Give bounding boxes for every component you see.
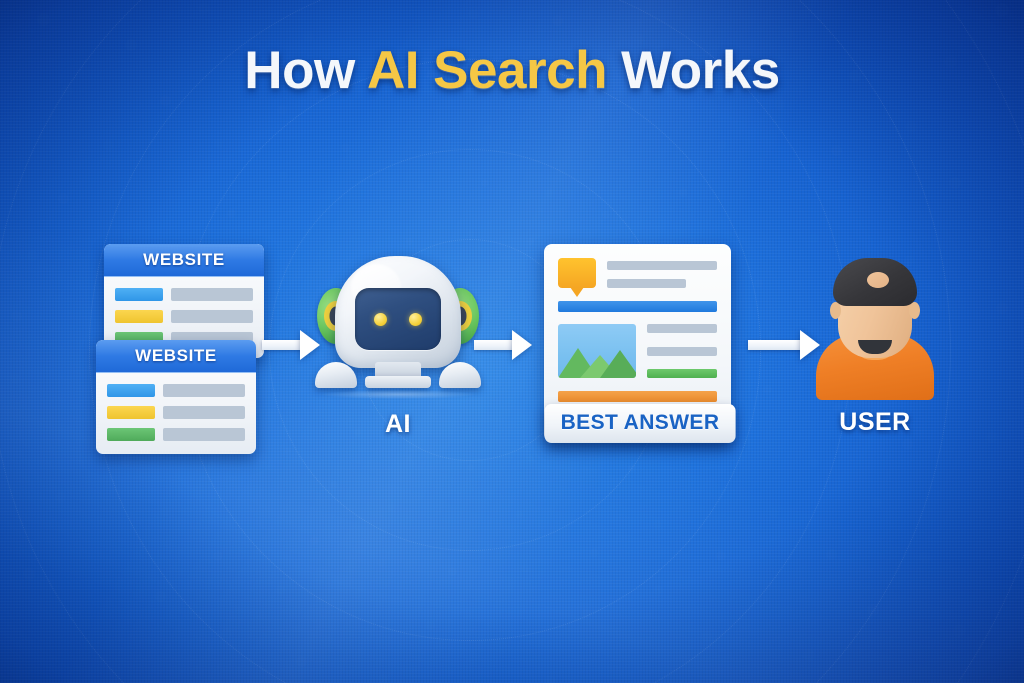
title-suffix: Works — [606, 41, 780, 100]
robot-neck — [375, 362, 421, 380]
robot-eye-right-icon — [409, 312, 422, 326]
robot-ground-glow — [321, 390, 475, 399]
avatar-ear-right — [909, 302, 920, 319]
image-thumbnail — [558, 324, 636, 378]
text-line — [607, 279, 687, 288]
website-card-row — [107, 428, 245, 441]
robot-head — [335, 256, 461, 368]
mountain-shape — [600, 350, 636, 378]
best-answer-badge[interactable]: BEST ANSWER — [544, 404, 736, 443]
node-label-user: USER — [839, 408, 911, 436]
robot-hand-right — [439, 362, 481, 388]
text-line-green — [647, 369, 717, 378]
robot-face-screen — [355, 288, 441, 350]
website-card-title: WEBSITE — [143, 250, 225, 269]
node-user: USER — [810, 250, 940, 450]
website-card-row — [107, 384, 245, 397]
arrow-shaft — [474, 340, 514, 350]
avatar-smile-icon — [858, 340, 892, 354]
arrow-shaft — [262, 340, 302, 350]
website-card-header: WEBSITE — [104, 244, 264, 277]
website-card-row — [107, 406, 245, 419]
website-card-row — [115, 288, 253, 301]
row-chip-blue — [115, 288, 163, 301]
answer-heading-lines — [607, 258, 717, 288]
arrow-head-icon — [800, 330, 820, 360]
website-card-title: WEBSITE — [135, 346, 217, 365]
row-chip-yellow — [107, 406, 155, 419]
website-card[interactable]: WEBSITE — [96, 340, 256, 454]
arrow-ai-to-answer — [474, 330, 532, 360]
text-line — [607, 261, 717, 270]
speech-bubble-icon — [558, 258, 596, 297]
text-line — [647, 324, 717, 333]
row-line — [163, 406, 245, 419]
user-avatar[interactable] — [810, 250, 940, 400]
answer-body-lines — [647, 324, 717, 378]
page-title: How AI Search Works — [0, 40, 1024, 101]
node-ai: AI — [308, 250, 488, 450]
website-card-body — [96, 373, 256, 454]
answer-divider-bar-blue — [558, 301, 717, 312]
arrow-sources-to-ai — [262, 330, 320, 360]
text-line — [647, 346, 717, 356]
row-chip-yellow — [115, 310, 163, 323]
robot-illustration[interactable] — [313, 250, 483, 400]
row-line — [171, 310, 253, 323]
website-card-header: WEBSITE — [96, 340, 256, 373]
title-prefix: How — [244, 41, 367, 100]
row-line — [171, 288, 253, 301]
node-label-ai: AI — [385, 410, 411, 438]
answer-divider-bar-orange — [558, 391, 717, 402]
row-chip-green — [107, 428, 155, 441]
avatar-hair — [833, 258, 917, 306]
answer-top-section — [558, 258, 717, 297]
best-answer-label: BEST ANSWER — [560, 411, 720, 434]
answer-media-section — [558, 324, 717, 378]
title-accent: AI Search — [366, 41, 608, 100]
robot-eye-left-icon — [374, 312, 387, 326]
arrow-head-icon — [512, 330, 532, 360]
node-best-answer: BEST ANSWER — [540, 244, 740, 454]
arrow-shaft — [748, 340, 802, 350]
arrow-head-icon — [300, 330, 320, 360]
row-line — [163, 428, 245, 441]
node-sources: WEBSITE — [96, 244, 276, 454]
avatar-ear-left — [830, 302, 841, 319]
row-chip-blue — [107, 384, 155, 397]
website-card-row — [115, 310, 253, 323]
row-line — [163, 384, 245, 397]
arrow-answer-to-user — [748, 330, 820, 360]
robot-base — [365, 376, 431, 388]
